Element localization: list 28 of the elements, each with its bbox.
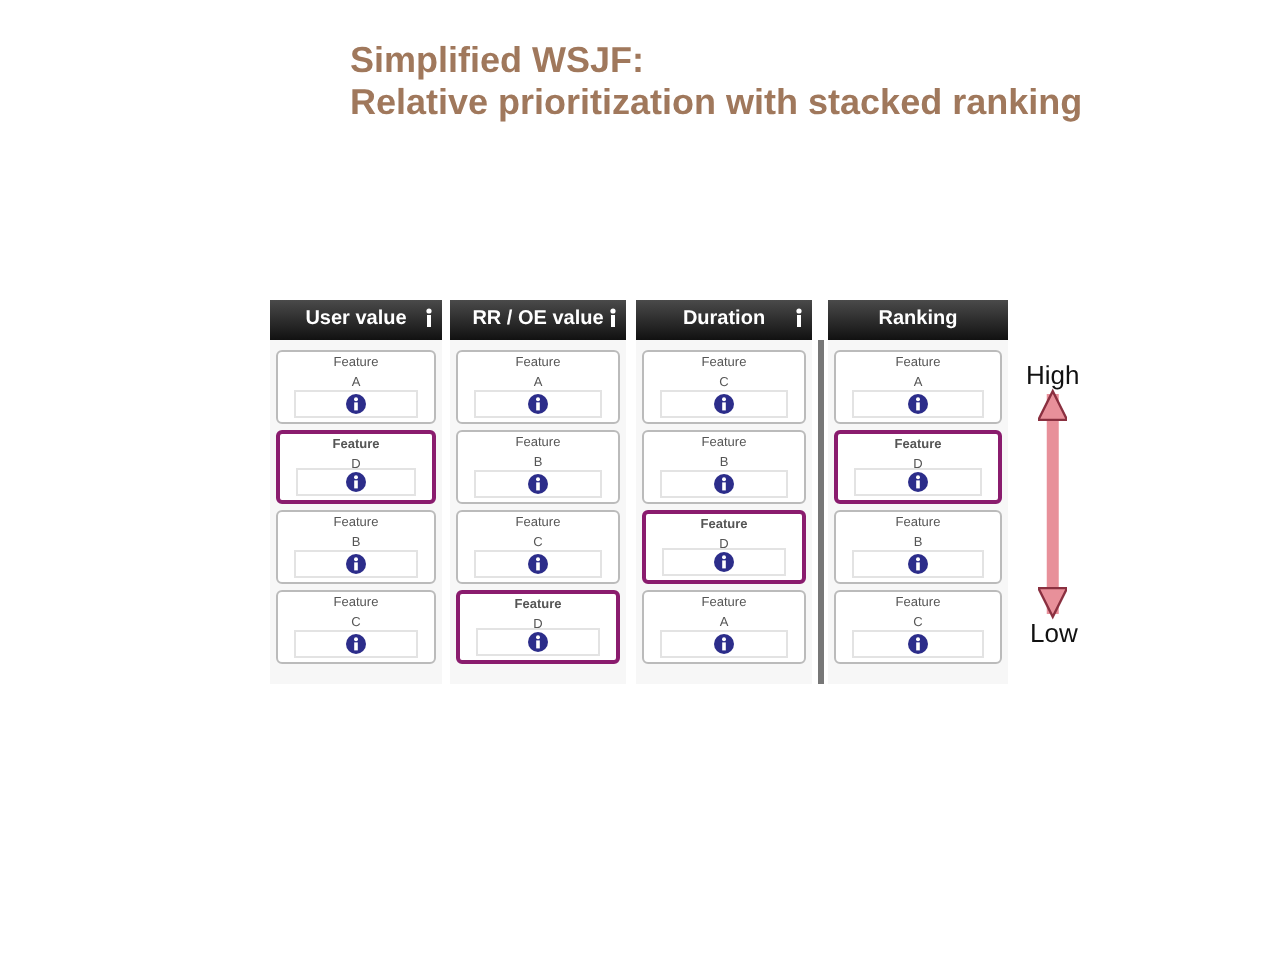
- feature-card: [456, 430, 620, 504]
- feature-card: [642, 350, 806, 424]
- scale-label: High: [1026, 360, 1080, 390]
- table-column: [636, 300, 812, 684]
- feature-card: [834, 510, 1002, 584]
- feature-card: [834, 350, 1002, 424]
- column-header: Ranking: [828, 300, 1008, 340]
- feature-card: [276, 430, 436, 504]
- feature-card: [834, 430, 1002, 504]
- table-column: [828, 300, 1008, 684]
- feature-card: [456, 590, 620, 664]
- table-column: [450, 300, 626, 684]
- feature-card: [276, 590, 436, 664]
- feature-card: [642, 510, 806, 584]
- feature-card: [834, 590, 1002, 664]
- feature-card: [276, 350, 436, 424]
- column-header: Duration: [636, 300, 812, 340]
- feature-card: [456, 510, 620, 584]
- feature-card: [642, 590, 806, 664]
- scale-label: Low: [1030, 618, 1078, 648]
- double-arrow: [1037, 389, 1069, 619]
- feature-card: [276, 510, 436, 584]
- column-header: User value: [270, 300, 442, 340]
- feature-card: [642, 430, 806, 504]
- slide-title: Simplified WSJF: Relative prioritization with stacked ranking: [350, 40, 1083, 124]
- table-column: [270, 300, 442, 684]
- feature-card: [456, 350, 620, 424]
- column-header: RR / OE value: [450, 300, 626, 340]
